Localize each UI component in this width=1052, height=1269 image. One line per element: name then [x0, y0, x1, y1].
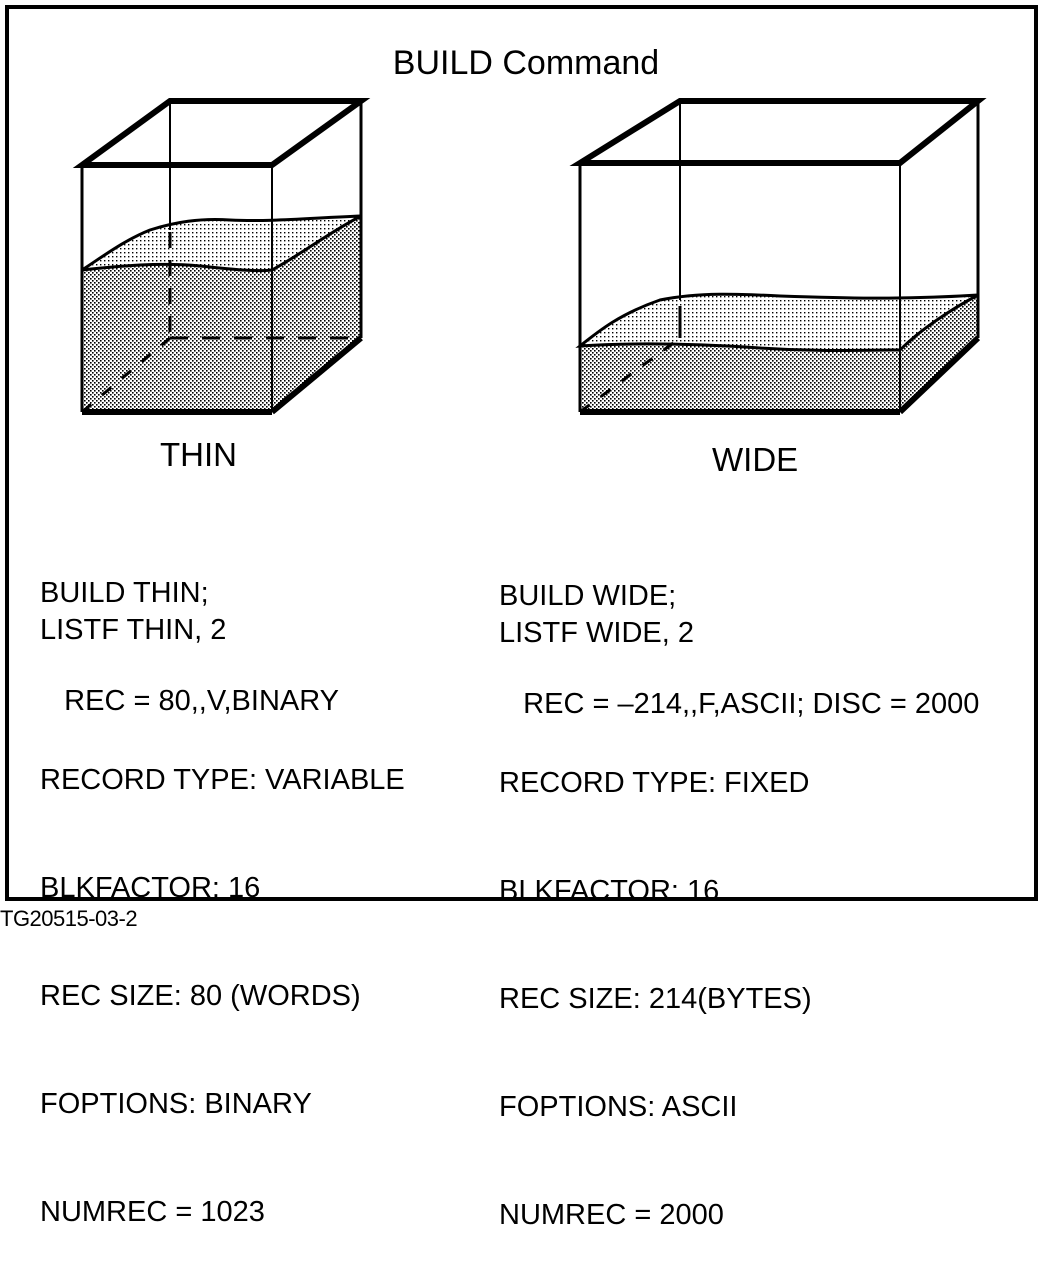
thin-liquid-side: [272, 216, 361, 412]
wide-label: WIDE: [712, 441, 799, 478]
thin-top-face: [72, 98, 371, 168]
wide-cube: [569, 98, 987, 415]
wide-liquid-side: [900, 295, 978, 412]
wide-command: BUILD WIDE; REC = –214,,F,ASCII; DISC = …: [499, 506, 979, 758]
wide-command-line-2: REC = –214,,F,ASCII; DISC = 2000: [499, 688, 980, 720]
wide-attr-record-type: RECORD TYPE: FIXED: [499, 767, 810, 799]
thin-attr-foptions: FOPTIONS: BINARY: [40, 1088, 312, 1120]
figure-frame: [5, 5, 1038, 901]
wide-attr-foptions: FOPTIONS: ASCII: [499, 1091, 738, 1123]
wide-attr-blkfactor: BLKFACTOR: 16: [499, 875, 720, 907]
thin-label: THIN: [160, 436, 237, 473]
wide-hidden-diagonal: [579, 336, 681, 414]
wide-command-line-1: BUILD WIDE;: [499, 580, 677, 612]
wide-liquid-front: [580, 343, 900, 412]
thin-hidden-diagonal: [81, 336, 171, 414]
figure-code: TG20515-03-2: [0, 906, 138, 931]
thin-attr-record-type: RECORD TYPE: VARIABLE: [40, 764, 405, 796]
thin-cube: [72, 98, 371, 415]
thin-command-line-2: REC = 80,,V,BINARY: [40, 685, 340, 717]
thin-listf: LISTF THIN, 2: [40, 614, 227, 646]
wide-attr-numrec: NUMREC = 2000: [499, 1199, 724, 1231]
figure-title: BUILD Command: [392, 44, 660, 82]
wide-listf: LISTF WIDE, 2: [499, 617, 694, 649]
wide-attributes: RECORD TYPE: FIXED BLKFACTOR: 16 REC SIZ…: [499, 693, 812, 1269]
thin-attr-rec-size: REC SIZE: 80 (WORDS): [40, 980, 361, 1012]
cube-illustrations: [72, 98, 987, 415]
thin-attributes: RECORD TYPE: VARIABLE BLKFACTOR: 16 REC …: [40, 690, 405, 1266]
thin-command: BUILD THIN; REC = 80,,V,BINARY: [40, 503, 339, 755]
thin-command-line-1: BUILD THIN;: [40, 577, 209, 609]
thin-attr-blkfactor: BLKFACTOR: 16: [40, 872, 261, 904]
wide-top-face: [569, 98, 987, 166]
thin-attr-numrec: NUMREC = 1023: [40, 1196, 265, 1228]
wide-attr-rec-size: REC SIZE: 214(BYTES): [499, 983, 812, 1015]
